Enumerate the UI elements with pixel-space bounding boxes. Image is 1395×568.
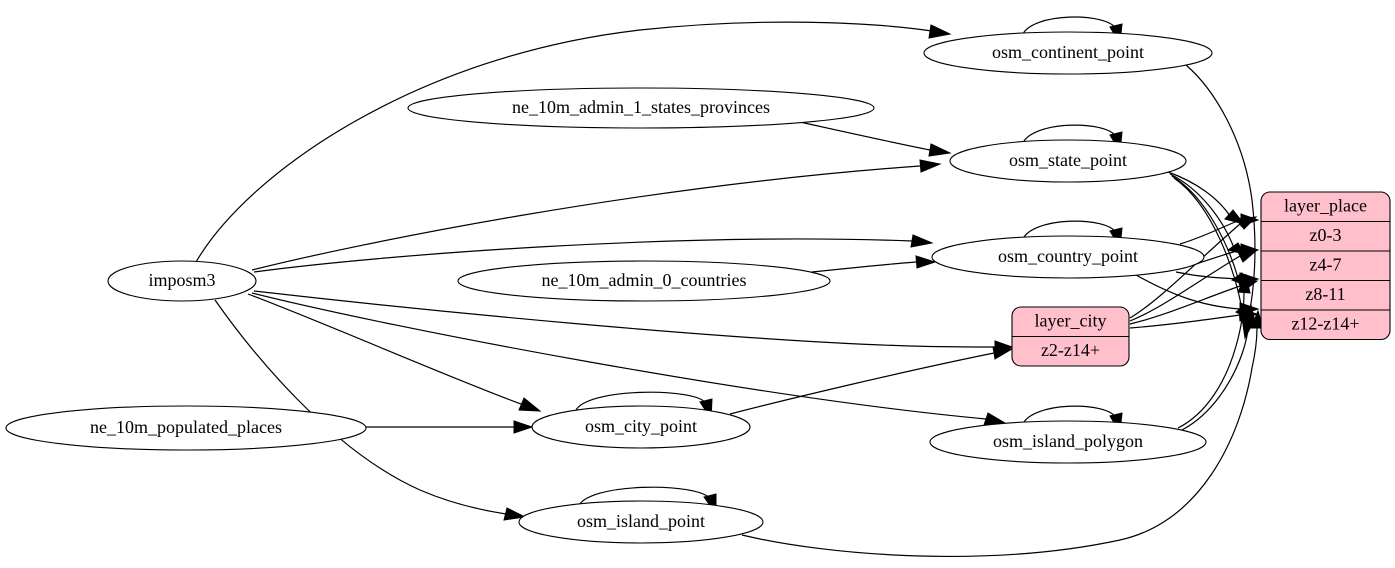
- node-imposm3[interactable]: imposm3: [107, 260, 257, 302]
- edge-layer_city-to-layer_place-z4-7: [1129, 249, 1259, 322]
- node-ne_10m_populated_places[interactable]: ne_10m_populated_places: [5, 405, 367, 451]
- node-layer: imposm3 ne_10m_admin_1_states_provinces …: [5, 31, 1213, 544]
- edge-imposm3-to-osm_island_point: [214, 299, 527, 521]
- node-label-osm_island_point: osm_island_point: [577, 511, 705, 531]
- record-layer: layer_place z0-3 z4-7 z8-11 z12-z14+ lay…: [1011, 191, 1391, 367]
- node-ne_10m_admin_1_states_provinces[interactable]: ne_10m_admin_1_states_provinces: [407, 87, 875, 129]
- edge-ne_10m_admin_0_countries-to-osm_country_point: [811, 255, 937, 273]
- node-osm_country_point[interactable]: osm_country_point: [931, 235, 1205, 279]
- node-label-ne_10m_admin_1_states_provinces: ne_10m_admin_1_states_provinces: [512, 97, 770, 117]
- edge-layer_city-to-layer_place-z8-11: [1129, 279, 1259, 325]
- node-label-osm_state_point: osm_state_point: [1009, 150, 1127, 170]
- record-node-layer_place[interactable]: layer_place z0-3 z4-7 z8-11 z12-z14+: [1260, 191, 1391, 341]
- edge-imposm3-to-osm_island_polygon: [251, 292, 1007, 426]
- edge-osm_continent_point-to-layer_place-z12-z14: [1185, 64, 1256, 340]
- record-header-layer_city: layer_city: [1035, 311, 1107, 331]
- node-osm_island_point[interactable]: osm_island_point: [518, 500, 764, 544]
- node-osm_state_point[interactable]: osm_state_point: [949, 139, 1187, 183]
- edge-osm_island_polygon-to-layer_place-z12-z14: [1181, 303, 1256, 431]
- edge-osm_city_point-to-layer_city-z2-z14: [729, 346, 1014, 415]
- node-osm_continent_point[interactable]: osm_continent_point: [923, 31, 1213, 75]
- edge-imposm3-to-osm_country_point: [253, 234, 934, 273]
- node-label-osm_island_polygon: osm_island_polygon: [993, 431, 1143, 451]
- edge-ne_10m_populated_places-to-osm_city_point: [366, 420, 534, 434]
- record-row-layer_place-z8-11[interactable]: z8-11: [1305, 284, 1345, 304]
- node-label-osm_continent_point: osm_continent_point: [992, 42, 1144, 62]
- record-row-layer_place-z0-3[interactable]: z0-3: [1310, 225, 1342, 245]
- record-node-layer_city[interactable]: layer_city z2-z14+: [1011, 306, 1130, 367]
- node-ne_10m_admin_0_countries[interactable]: ne_10m_admin_0_countries: [457, 260, 831, 302]
- node-osm_island_polygon[interactable]: osm_island_polygon: [929, 420, 1207, 464]
- edge-imposm3-to-osm_city_point: [247, 293, 542, 412]
- node-label-imposm3: imposm3: [148, 270, 215, 290]
- node-osm_city_point[interactable]: osm_city_point: [531, 405, 751, 449]
- node-label-osm_city_point: osm_city_point: [585, 416, 697, 436]
- record-header-layer_place: layer_place: [1284, 196, 1367, 216]
- node-label-ne_10m_populated_places: ne_10m_populated_places: [90, 417, 282, 437]
- record-row-layer_place-z4-7[interactable]: z4-7: [1310, 255, 1342, 275]
- edge-layer_city-to-layer_place-z0-3: [1129, 216, 1258, 319]
- edge-imposm3-to-osm_state_point: [251, 159, 942, 271]
- record-row-layer_place-z12-z14plus[interactable]: z12-z14+: [1291, 314, 1359, 334]
- edge-ne_10m_admin_1_states_provinces-to-osm_state_point: [799, 121, 952, 157]
- edge-imposm3-to-osm_continent_point: [195, 21, 952, 263]
- edge-osm_island_polygon-to-layer_place-z8-11: [1177, 273, 1251, 429]
- record-row-layer_city-z2-z14plus[interactable]: z2-z14+: [1041, 340, 1100, 360]
- node-label-osm_country_point: osm_country_point: [998, 246, 1138, 266]
- node-label-ne_10m_admin_0_countries: ne_10m_admin_0_countries: [542, 270, 747, 290]
